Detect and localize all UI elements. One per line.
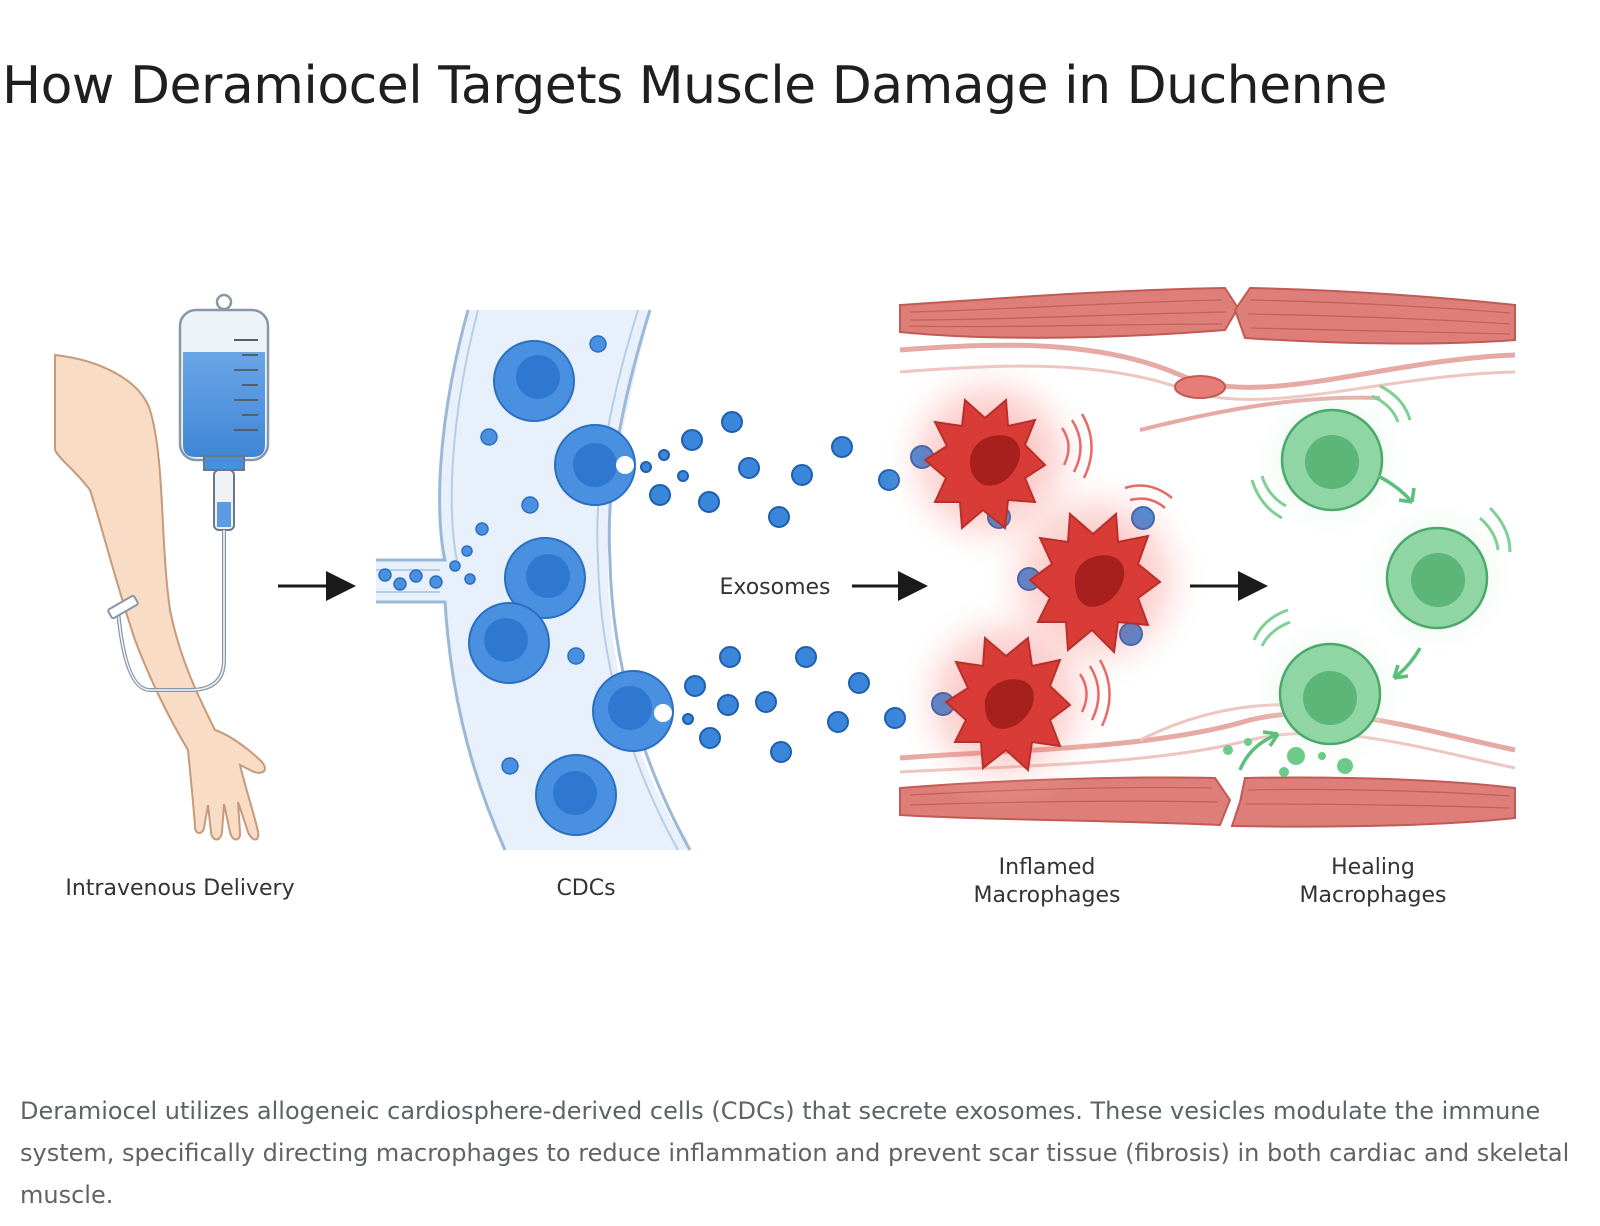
inflammation-waves <box>1060 413 1173 727</box>
cdc-cell <box>554 424 636 506</box>
cdc-cell <box>468 602 550 684</box>
healing-macrophage <box>1278 642 1382 746</box>
inflamed-macrophages <box>880 350 1210 810</box>
cdc-cell <box>592 670 674 752</box>
iv-catheter <box>107 594 139 620</box>
cdc-cell <box>493 340 575 422</box>
cdc-cells <box>468 340 674 836</box>
iv-bag-fluid <box>183 352 265 457</box>
healing-macrophage <box>1280 408 1384 512</box>
iv-bag-scale <box>234 339 258 431</box>
iv-bag-hook <box>215 293 233 311</box>
inflamed-nuclei <box>969 435 1125 729</box>
label-exosomes: Exosomes <box>719 575 830 600</box>
label-inflamed-line2: Macrophages <box>974 883 1121 908</box>
label-cdcs: CDCs <box>556 876 615 901</box>
vessel-exosomes <box>378 335 607 775</box>
arm-illustration <box>54 353 266 841</box>
healing-macrophage <box>1385 526 1489 630</box>
healing-macrophages <box>1223 375 1522 779</box>
mechanism-diagram: Exosomes <box>54 286 1522 908</box>
healing-particles <box>1223 738 1353 777</box>
nucleus <box>1174 375 1226 399</box>
label-healing-line1: Healing <box>1331 855 1415 880</box>
iv-port <box>203 455 245 471</box>
cdc-cell <box>535 754 617 836</box>
caption: Deramiocel utilizes allogeneic cardiosph… <box>20 1097 1570 1209</box>
label-inflamed-line1: Inflamed <box>999 855 1096 880</box>
label-intravenous-delivery: Intravenous Delivery <box>65 876 294 901</box>
label-healing-line2: Macrophages <box>1300 883 1447 908</box>
healing-flow-arrows <box>1238 474 1422 771</box>
muscle-fiber-top <box>899 286 1240 339</box>
page-title: How Deramiocel Targets Muscle Damage in … <box>2 56 1388 116</box>
iv-delivery-illustration <box>54 293 270 841</box>
cdc-cell <box>504 537 586 619</box>
healing-waves <box>1250 384 1512 647</box>
